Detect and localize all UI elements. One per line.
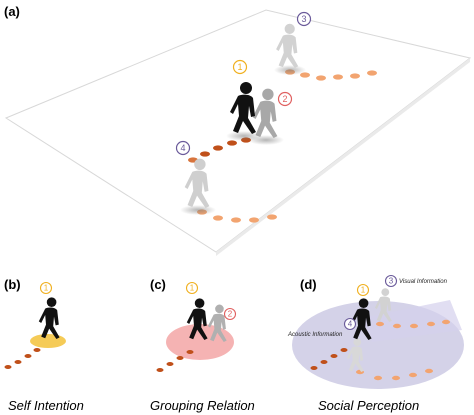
panel-b-label: (b) — [4, 277, 21, 292]
marker-1-circle — [232, 59, 248, 75]
caption-social-perception: Social Perception — [318, 398, 419, 413]
panel-c-scene: 1 2 — [156, 281, 237, 372]
panel-a-label: (a) — [4, 4, 20, 19]
panel-d-marker-4: 4 — [348, 320, 353, 329]
ground-plane-edge — [216, 58, 470, 256]
panel-c-marker-1: 1 — [190, 284, 195, 293]
panel-b-scene: 1 — [4, 281, 66, 369]
pedestrian-1: 1 — [226, 59, 262, 141]
panel-d-marker-1: 1 — [361, 286, 366, 295]
marker-3-circle — [296, 11, 312, 27]
visual-information-label: Visual Information — [399, 279, 448, 285]
panel-c-marker-2: 2 — [228, 310, 233, 319]
marker-4-circle — [175, 140, 191, 156]
panel-d-marker-3: 3 — [389, 277, 394, 286]
marker-2-text: 2 — [282, 94, 287, 104]
caption-self-intention: Self Intention — [8, 398, 84, 413]
marker-3-text: 3 — [301, 14, 306, 24]
marker-4-text: 4 — [180, 143, 185, 153]
panel-b-marker-1: 1 — [44, 284, 49, 293]
panel-d-scene: 1 3 4 Visual Information Acoustic Inform… — [287, 274, 464, 389]
marker-1-text: 1 — [237, 62, 242, 72]
pedestrian-4: 4 — [175, 140, 216, 215]
acoustic-information-label: Acoustic Information — [287, 332, 343, 338]
visual-cone — [362, 300, 462, 342]
caption-grouping-relation: Grouping Relation — [150, 398, 255, 413]
marker-2-circle — [277, 91, 293, 107]
panel-c-label: (c) — [150, 277, 166, 292]
panel-d-label: (d) — [300, 277, 317, 292]
pedestrian-3: 3 — [274, 11, 312, 75]
intention-ring — [30, 334, 66, 348]
